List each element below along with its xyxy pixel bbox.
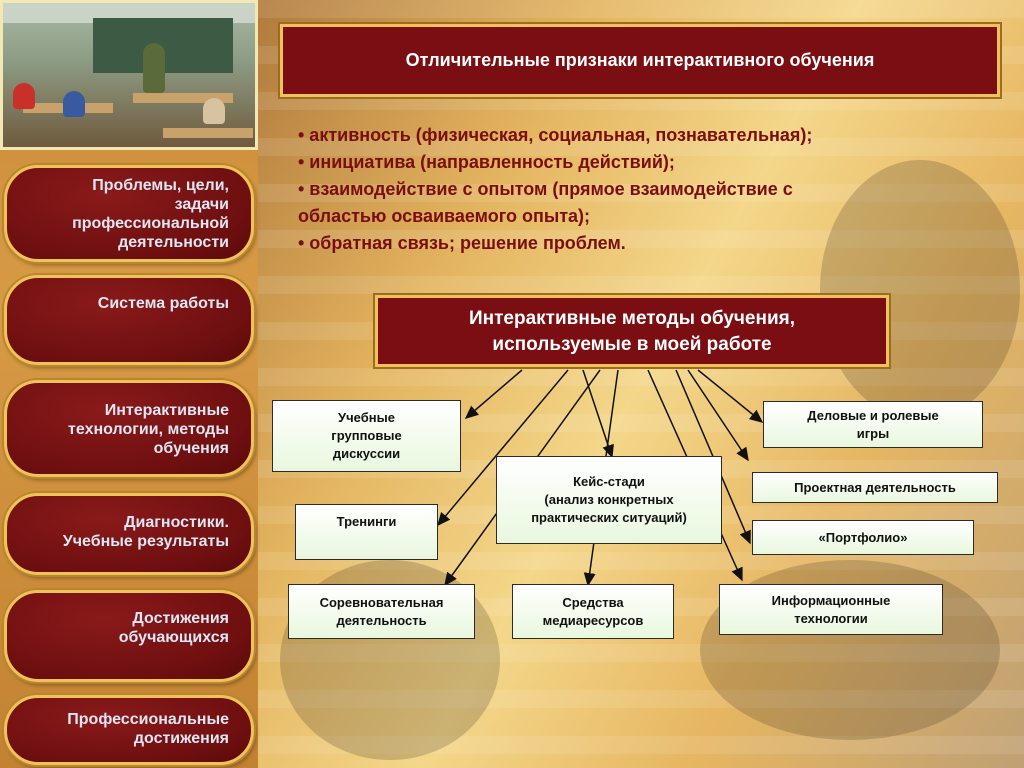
method-label: Информационные xyxy=(771,592,891,608)
photo-student xyxy=(13,83,35,109)
feature-item: • обратная связь; решение проблем. xyxy=(298,233,626,253)
arrow-to-project xyxy=(687,369,749,462)
sidebar-item-problems-goals[interactable]: Проблемы, цели, задачи профессиональной … xyxy=(4,165,254,262)
sidebar-item-label: деятельности xyxy=(118,234,229,251)
sidebar-item-label: Система работы xyxy=(97,295,229,312)
method-trainings: Тренинги xyxy=(295,504,438,560)
sidebar-item-label: Учебные результаты xyxy=(62,533,229,550)
arrow-to-trainings xyxy=(437,369,569,527)
method-label: Средства xyxy=(562,594,624,610)
method-label: технологии xyxy=(794,610,868,626)
method-it: Информационные технологии xyxy=(719,584,943,635)
sidebar-item-label: задачи xyxy=(174,196,229,213)
sidebar-item-professional-achievements[interactable]: Профессиональные достижения xyxy=(4,695,254,765)
method-label: Проектная деятельность xyxy=(794,479,956,495)
method-label: игры xyxy=(856,425,890,441)
sidebar-item-label: достижения xyxy=(133,730,229,747)
method-label: практических ситуаций) xyxy=(531,510,687,525)
sidebar-item-label: Достижения xyxy=(132,610,229,627)
method-label: групповые xyxy=(331,428,402,443)
photo-student xyxy=(143,43,165,93)
sidebar-item-work-system[interactable]: Система работы xyxy=(4,275,254,365)
feature-item: областью осваиваемого опыта); xyxy=(298,206,591,226)
method-label: «Портфолио» xyxy=(818,529,908,545)
method-label: Учебные xyxy=(338,410,395,425)
method-portfolio: «Портфолио» xyxy=(752,520,974,555)
sidebar-item-label: обучения xyxy=(153,440,229,457)
sidebar-item-label: Интерактивные xyxy=(104,402,229,419)
arrow-to-discussions xyxy=(464,369,523,419)
method-business-games: Деловые и ролевые игры xyxy=(763,401,983,448)
photo-student xyxy=(63,91,85,117)
decorative-silhouette xyxy=(820,160,1020,420)
photo-desk xyxy=(133,93,233,103)
sidebar-item-label: Проблемы, цели, xyxy=(92,177,229,194)
method-project: Проектная деятельность xyxy=(752,472,998,503)
method-label: медиаресурсов xyxy=(542,612,644,628)
feature-item: • активность (физическая, социальная, по… xyxy=(298,125,813,145)
main-background xyxy=(258,0,1024,768)
arrow-to-business-games xyxy=(697,369,764,423)
sidebar-item-student-achievements[interactable]: Достижения обучающихся xyxy=(4,590,254,682)
sidebar-item-label: профессиональной xyxy=(72,215,229,232)
sidebar-item-label: обучающихся xyxy=(118,629,229,646)
photo-desk xyxy=(163,128,253,138)
method-label: Тренинги xyxy=(336,514,397,529)
page-title: Отличительные признаки интерактивного об… xyxy=(280,24,1000,97)
features-list: • активность (физическая, социальная, по… xyxy=(298,122,998,257)
background-stripes xyxy=(258,0,1024,768)
methods-title: Интерактивные методы обучения, используе… xyxy=(375,295,889,367)
sidebar-item-label: Профессиональные xyxy=(67,711,229,728)
method-media: Средства медиаресурсов xyxy=(512,584,674,639)
methods-title-line: Интерактивные методы обучения, xyxy=(468,308,796,329)
method-group-discussions: Учебные групповые дискуссии xyxy=(272,400,461,472)
classroom-photo xyxy=(0,0,258,150)
method-label: деятельность xyxy=(336,612,427,628)
feature-item: • инициатива (направленность действий); xyxy=(298,152,675,172)
method-label: Кейс-стади xyxy=(573,474,645,489)
methods-title-line: используемые в моей работе xyxy=(492,334,772,355)
method-competitive: Соревновательная деятельность xyxy=(288,584,475,639)
page-title-text: Отличительные признаки интерактивного об… xyxy=(405,50,875,70)
method-label: Соревновательная xyxy=(319,594,444,610)
method-label: Деловые и ролевые xyxy=(807,407,939,423)
sidebar-item-label: Диагностики. xyxy=(124,514,229,531)
sidebar-item-interactive-technologies[interactable]: Интерактивные технологии, методы обучени… xyxy=(4,380,254,477)
sidebar-item-label: технологии, методы xyxy=(68,421,229,438)
feature-item: • взаимодействие с опытом (прямое взаимо… xyxy=(298,179,793,199)
method-label: дискуссии xyxy=(332,446,401,461)
method-label: (анализ конкретных xyxy=(544,492,674,507)
sidebar-item-diagnostics[interactable]: Диагностики. Учебные результаты xyxy=(4,493,254,575)
method-case-study: Кейс-стади (анализ конкретных практическ… xyxy=(496,456,722,544)
photo-student xyxy=(203,98,225,124)
